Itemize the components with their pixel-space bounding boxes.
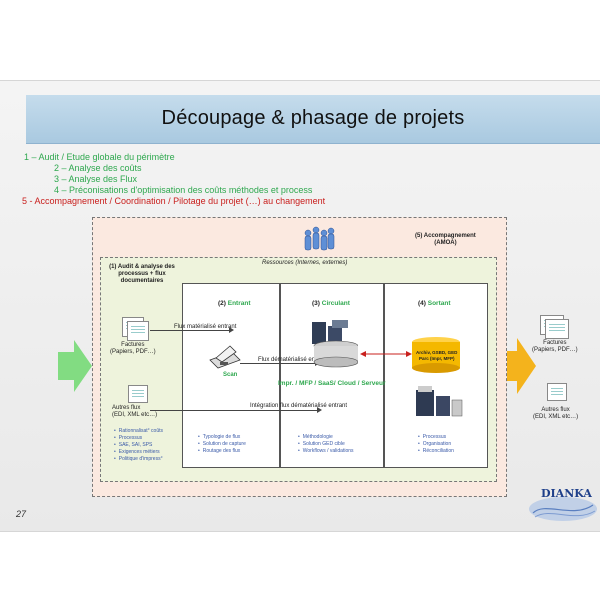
title-bar: Découpage & phasage de projets xyxy=(26,95,600,144)
autres-in-label: Autres flux (EDI, XML etc…) xyxy=(112,405,158,418)
step-5: 5 - Accompagnement / Coordination / Pilo… xyxy=(22,196,326,206)
list-item: Réconciliation xyxy=(418,448,454,455)
server-label: Impr. / MFP / SaaS/ Cloud / Serveur xyxy=(278,380,386,387)
autres-out-doc-icon xyxy=(547,383,567,401)
printer-icon xyxy=(416,386,463,417)
sortant-list: Processus Organisation Réconciliation xyxy=(418,434,454,455)
slide-number: 27 xyxy=(16,509,27,519)
dianka-logo: DIANKA xyxy=(525,483,600,525)
step-4: 4 – Préconisations d'optimisation des co… xyxy=(54,185,313,195)
server-icon xyxy=(312,320,358,368)
amoa-label: (5) Accompagnement (AMOA) xyxy=(415,233,476,246)
list-item: SAE, SAI, SPS xyxy=(114,442,163,449)
flux-arrow-2 xyxy=(240,360,320,366)
column-sortant-title: (4) Sortant xyxy=(418,300,451,307)
entrant-list: Typologie de flux Solution de capture Ro… xyxy=(198,434,246,455)
column-entrant-title: (2) Entrant xyxy=(218,300,251,307)
circulant-list: Méthodologie Solution GED cible Workflow… xyxy=(298,434,354,455)
list-item: Exigences métiers xyxy=(114,449,163,456)
storage-icon xyxy=(412,337,460,373)
logo-text: DIANKA xyxy=(541,487,592,500)
audit-list: Rationnalisat° coûts Processus SAE, SAI,… xyxy=(114,428,163,463)
flux-arrow-1 xyxy=(150,327,234,333)
page-title: Découpage & phasage de projets xyxy=(161,107,465,129)
people-icon xyxy=(304,226,335,251)
list-item: Processus xyxy=(114,435,163,442)
output-arrow xyxy=(500,338,536,394)
scan-label: Scan xyxy=(223,372,238,378)
flux-label-2: Flux dématérialisé entrant xyxy=(258,357,328,363)
list-item: Workflows / validations xyxy=(298,448,354,455)
column-circulant-title: (3) Circulant xyxy=(312,300,350,307)
factures-out-doc-icon-2 xyxy=(545,319,569,339)
step-3: 3 – Analyse des Flux xyxy=(54,174,138,184)
audit-label: (1) Audit & analyse des processus + flux… xyxy=(109,264,175,284)
exchange-arrow xyxy=(360,351,412,357)
step-1: 1 – Audit / Etude globale du périmètre xyxy=(24,152,175,162)
flux-label-3: Intégration flux dématérialisé entrant xyxy=(250,403,348,409)
factures-out-label: Factures (Papiers, PDF…) xyxy=(532,340,578,353)
storage-label: Archiv, GSBD, GED Parc (Impr, MFP) xyxy=(416,350,458,361)
autres-in-doc-icon xyxy=(128,385,148,403)
scanner-icon xyxy=(209,345,241,369)
list-item: Typologie de flux xyxy=(198,434,246,441)
list-item: Organisation xyxy=(418,441,454,448)
resources-label: Ressources (Internes, externes) xyxy=(262,260,348,266)
list-item: Méthodologie xyxy=(298,434,354,441)
list-item: Solution GED cible xyxy=(298,441,354,448)
list-item: Processus xyxy=(418,434,454,441)
flux-label-1: Flux matérialisé entrant xyxy=(174,324,237,330)
list-item: Rationnalisat° coûts xyxy=(114,428,163,435)
list-item: Solution de capture xyxy=(198,441,246,448)
list-item: Routage des flux xyxy=(198,448,246,455)
factures-in-label: Factures (Papiers, PDF…) xyxy=(110,342,156,355)
list-item: Politique d'impress° xyxy=(114,456,163,463)
input-arrow xyxy=(58,340,92,392)
factures-in-doc-icon-2 xyxy=(127,321,149,341)
step-2: 2 – Analyse des coûts xyxy=(54,163,142,173)
autres-out-label: Autres flux (EDI, XML etc…) xyxy=(533,407,579,420)
flux-arrow-3 xyxy=(150,407,322,413)
